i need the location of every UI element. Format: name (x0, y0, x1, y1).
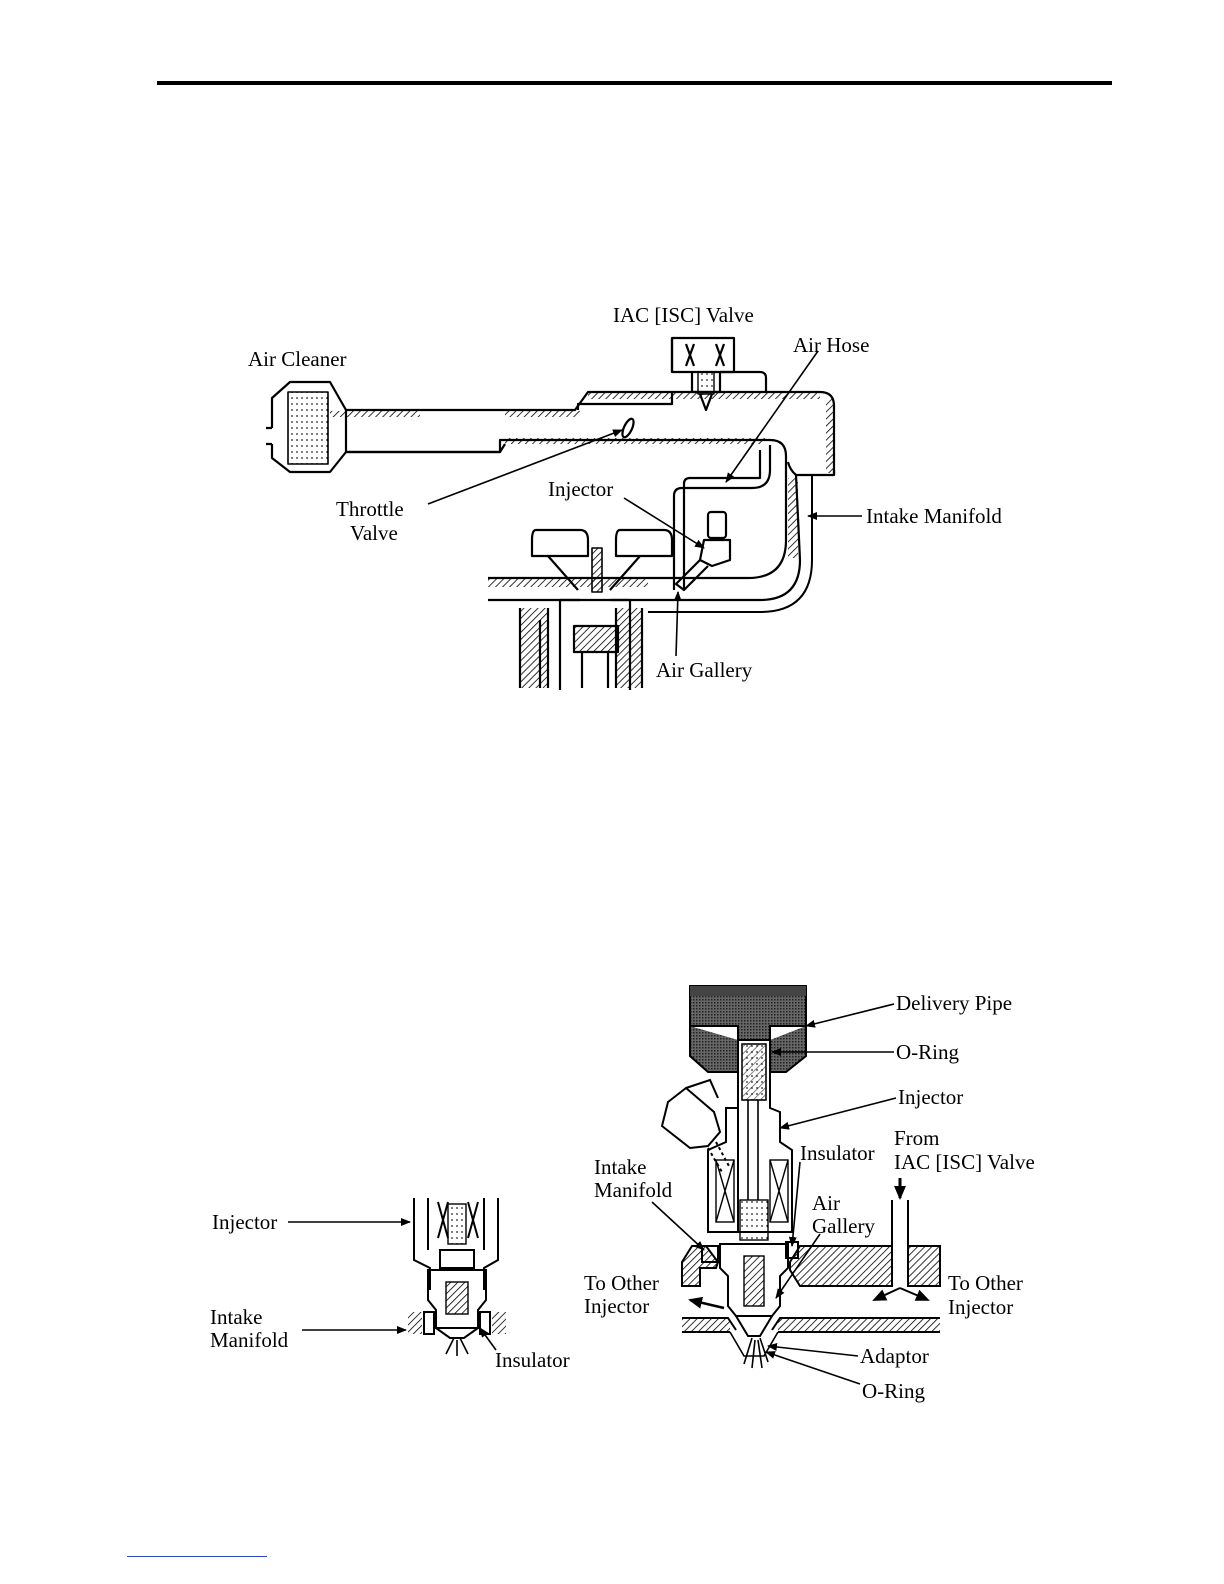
throttle-valve-plate (620, 417, 636, 439)
injector-connector (662, 1080, 730, 1172)
manifold-with-air-gallery (682, 1200, 940, 1356)
label-to-other-right-line2: Injector (948, 1295, 1013, 1319)
label-o-ring-top: O-Ring (896, 1040, 960, 1064)
iac-valve-body (672, 338, 734, 410)
iac-bypass-passage (720, 372, 766, 392)
label-adaptor: Adaptor (860, 1344, 929, 1368)
fuel-spray (744, 1338, 768, 1368)
air-cleaner-housing (266, 382, 346, 472)
label-throttle-line2: Valve (350, 521, 398, 545)
label-injector-large: Injector (898, 1085, 963, 1109)
label-from-iac: IAC [ISC] Valve (894, 1150, 1035, 1174)
label-intake-large-line1: Intake (594, 1155, 646, 1179)
label-injector: Injector (548, 477, 613, 501)
label-insulator-large: Insulator (800, 1141, 875, 1165)
label-air-cleaner: Air Cleaner (248, 347, 347, 371)
label-o-ring-bottom: O-Ring (862, 1379, 926, 1403)
label-to-other-left-line2: Injector (584, 1294, 649, 1318)
label-air-gallery-line2: Gallery (812, 1214, 875, 1238)
label-intake-small-line1: Intake (210, 1305, 262, 1329)
injector-mounting-diagram (408, 1198, 506, 1356)
label-air-hose: Air Hose (793, 333, 869, 357)
label-intake-manifold: Intake Manifold (866, 504, 1002, 528)
intake-manifold-body (648, 440, 834, 612)
footer-rule (127, 1556, 267, 1557)
injector-assembly-body (708, 1040, 792, 1336)
cylinder-head (488, 530, 672, 690)
air-hose (674, 445, 770, 590)
label-iac-valve: IAC [ISC] Valve (613, 303, 754, 327)
label-intake-small-line2: Manifold (210, 1328, 289, 1352)
label-from: From (894, 1126, 940, 1150)
label-injector-small: Injector (212, 1210, 277, 1234)
label-air-gallery: Air Gallery (656, 658, 753, 682)
label-to-other-left-line1: To Other (584, 1271, 659, 1295)
label-air-gallery-line1: Air (812, 1191, 840, 1215)
label-throttle-line1: Throttle (336, 497, 404, 521)
label-delivery-pipe: Delivery Pipe (896, 991, 1012, 1015)
label-intake-large-line2: Manifold (594, 1178, 673, 1202)
label-insulator-small: Insulator (495, 1348, 570, 1372)
label-to-other-right-line1: To Other (948, 1271, 1023, 1295)
